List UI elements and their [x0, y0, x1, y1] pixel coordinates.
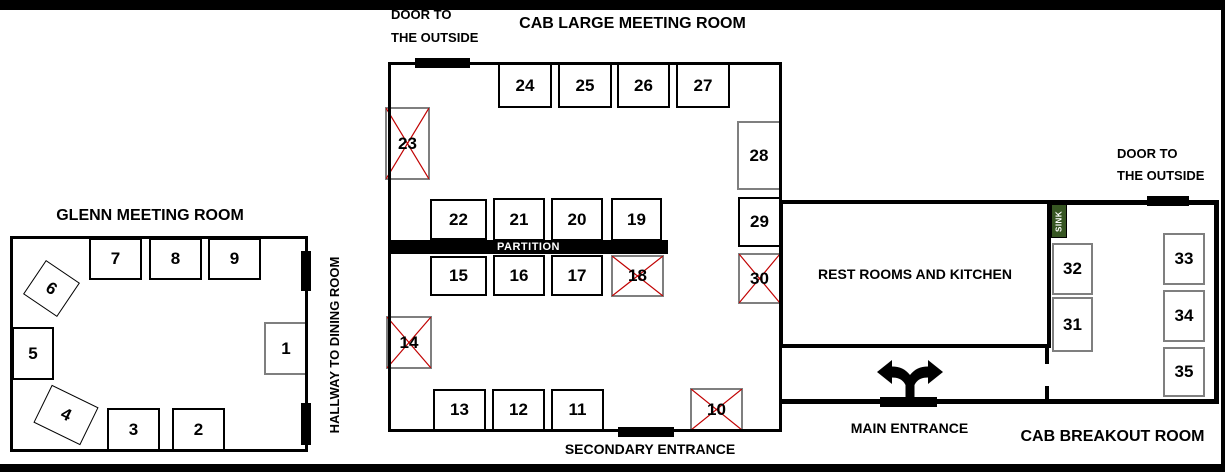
table-number: 8: [170, 249, 181, 268]
restrooms-kitchen-label: REST ROOMS AND KITCHEN: [818, 266, 1012, 282]
corridor-divider-wall-upper: [1045, 348, 1049, 364]
table-number: 23: [398, 133, 417, 153]
frame-top-bar: [0, 0, 1225, 10]
table-32: 32: [1052, 243, 1093, 295]
glenn-room-title: GLENN MEETING ROOM: [56, 207, 244, 224]
restrooms-kitchen-box: REST ROOMS AND KITCHEN: [779, 200, 1051, 348]
table-8: 8: [149, 238, 202, 280]
table-number: 2: [193, 419, 204, 439]
table-12: 12: [492, 389, 545, 431]
glenn-door-marker-top: [301, 251, 311, 291]
table-number: 18: [628, 266, 647, 285]
table-number: 26: [634, 75, 653, 95]
table-10: 10: [690, 388, 743, 431]
crossed-out-x-icon: [691, 389, 742, 430]
table-number: 29: [750, 212, 769, 231]
main-entrance-door-marker: [880, 397, 937, 407]
table-number: 3: [128, 419, 139, 439]
table-14: 14: [386, 316, 432, 369]
glenn-room-walls: [10, 236, 308, 452]
sink-fixture: SINK: [1051, 204, 1067, 238]
crossed-out-x-icon: [612, 256, 663, 296]
table-28: 28: [737, 121, 781, 190]
table-33: 33: [1163, 233, 1205, 285]
hallway-to-dining-room-label: HALLWAY TO DINING ROOM: [327, 256, 342, 434]
table-16: 16: [493, 255, 545, 296]
breakout-door-marker: [1147, 196, 1189, 206]
crossed-out-x-icon: [387, 317, 431, 368]
entrance-direction-arrow-icon: [877, 360, 943, 400]
breakout-right-wall: [1214, 200, 1219, 404]
partition-wall: PARTITION: [389, 240, 668, 254]
table-number: 20: [567, 209, 587, 229]
cab-large-room-title: CAB LARGE MEETING ROOM: [519, 15, 746, 32]
table-number: 19: [627, 209, 646, 229]
table-1: 1: [264, 322, 308, 375]
table-number: 7: [110, 249, 121, 268]
door-to-outside-left-label-line1: DOOR TO: [391, 7, 452, 22]
corridor-bottom-wall: [779, 399, 1219, 404]
table-29: 29: [738, 197, 781, 247]
table-number: 15: [449, 266, 468, 285]
table-number: 27: [693, 75, 713, 95]
table-number: 30: [750, 268, 769, 288]
cab-large-top-door-marker: [415, 58, 470, 68]
table-number: 35: [1174, 362, 1194, 381]
corridor-divider-wall-lower: [1045, 386, 1049, 401]
table-15: 15: [430, 256, 487, 296]
table-number: 10: [707, 399, 726, 419]
table-number: 33: [1174, 249, 1194, 268]
table-9: 9: [208, 238, 261, 280]
crossed-out-x-icon: [386, 108, 429, 179]
table-number: 16: [509, 265, 529, 285]
table-7: 7: [89, 238, 142, 280]
door-to-outside-left-label-line2: THE OUTSIDE: [391, 30, 479, 45]
table-23: 23: [385, 107, 430, 180]
table-number: 24: [515, 75, 535, 95]
secondary-entrance-label: SECONDARY ENTRANCE: [564, 441, 736, 457]
table-3: 3: [107, 408, 160, 451]
table-number: 32: [1063, 259, 1082, 278]
main-entrance-label: MAIN ENTRANCE: [850, 420, 969, 436]
table-11: 11: [551, 389, 604, 431]
table-number: 28: [749, 145, 769, 165]
table-number: 12: [509, 400, 528, 419]
table-17: 17: [551, 255, 603, 296]
table-5: 5: [12, 327, 54, 380]
table-number: 17: [567, 265, 587, 285]
table-2: 2: [172, 408, 225, 451]
table-31: 31: [1052, 297, 1093, 352]
crossed-out-x-icon: [739, 254, 780, 303]
frame-bottom-bar: [0, 464, 1225, 472]
table-number: 22: [449, 209, 468, 229]
table-number: 5: [28, 343, 38, 363]
door-to-outside-right-label-line1: DOOR TO: [1117, 146, 1178, 161]
table-18: 18: [611, 255, 664, 297]
secondary-entrance-door-marker: [618, 427, 674, 437]
table-number: 11: [568, 400, 587, 419]
door-to-outside-right-label-line2: THE OUTSIDE: [1117, 168, 1205, 183]
table-number: 13: [450, 400, 469, 419]
table-number: 1: [281, 338, 291, 358]
table-number: 9: [229, 249, 240, 268]
table-22: 22: [430, 199, 487, 240]
table-number: 31: [1063, 314, 1082, 334]
table-number: 34: [1174, 306, 1194, 325]
table-number: 25: [575, 75, 595, 95]
table-30: 30: [738, 253, 781, 304]
table-35: 35: [1163, 347, 1205, 397]
cab-breakout-room-title: CAB BREAKOUT ROOM: [1020, 428, 1205, 445]
table-number: 21: [509, 209, 529, 229]
table-number: 14: [399, 332, 419, 352]
glenn-door-marker-bottom: [301, 403, 311, 445]
frame-right-bar: [1221, 0, 1225, 472]
table-34: 34: [1163, 290, 1205, 342]
